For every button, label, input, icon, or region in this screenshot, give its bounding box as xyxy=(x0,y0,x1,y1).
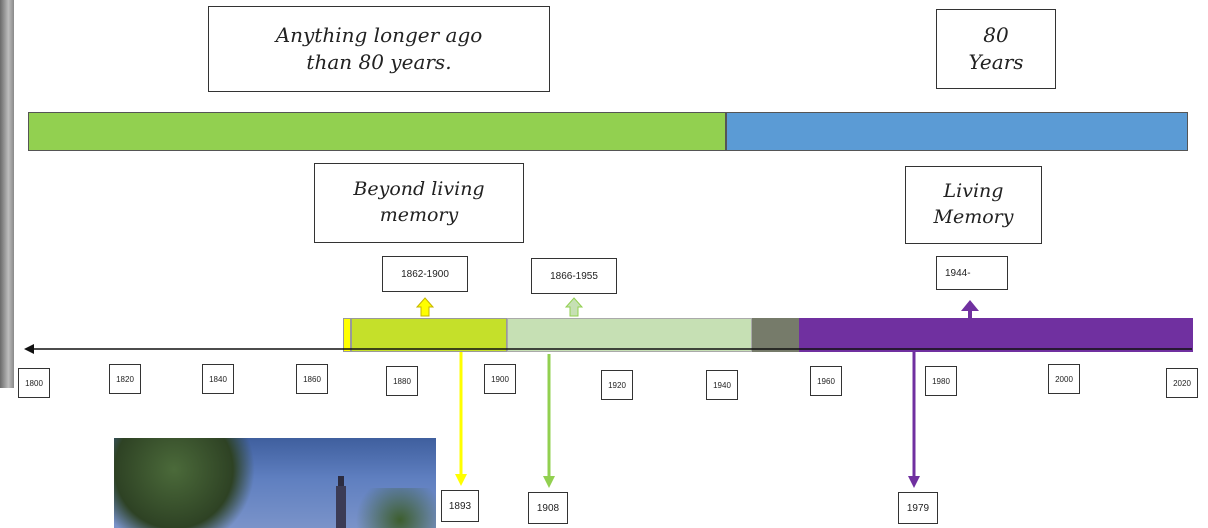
living-memory-box: Living Memory xyxy=(905,166,1042,244)
tick-1960: 1960 xyxy=(810,366,842,396)
tick-1840: 1840 xyxy=(202,364,234,394)
tick-1980: 1980 xyxy=(925,366,957,396)
photo-tower xyxy=(336,476,346,528)
beyond-living-memory-box: Beyond living memory xyxy=(314,163,524,243)
tick-2020: 2020 xyxy=(1166,368,1198,398)
beyond-line-2: memory xyxy=(379,204,459,226)
down-arrow-1908-head xyxy=(543,476,555,488)
up-arrow-1866-1955 xyxy=(564,297,584,317)
period-label-1944: 1944- xyxy=(936,256,1008,290)
tick-1900: 1900 xyxy=(484,364,516,394)
older-than-80-box: Anything longer ago than 80 years. xyxy=(208,6,550,92)
down-arrow-1893-head xyxy=(455,474,467,486)
event-label-1908: 1908 xyxy=(528,492,568,524)
photo-tree xyxy=(114,438,264,528)
up-arrow-1862-1900 xyxy=(415,297,435,317)
living-line-2: Memory xyxy=(933,206,1014,228)
timeline-left-arrowhead xyxy=(24,344,34,354)
tick-1820: 1820 xyxy=(109,364,141,394)
tick-1860: 1860 xyxy=(296,364,328,394)
eighty-years-bar xyxy=(726,112,1188,151)
tick-1880: 1880 xyxy=(386,366,418,396)
segment-1862-1900 xyxy=(351,318,507,352)
tick-1800: 1800 xyxy=(18,368,50,398)
tick-1920: 1920 xyxy=(601,370,633,400)
tick-2000: 2000 xyxy=(1048,364,1080,394)
down-arrow-1979-head xyxy=(908,476,920,488)
photo-strip-left xyxy=(0,0,14,388)
beyond-line-1: Beyond living xyxy=(353,178,485,201)
up-arrow-1944 xyxy=(961,300,979,311)
landmark-photo xyxy=(114,438,436,528)
period-label-1866-1955: 1866-1955 xyxy=(531,258,617,294)
eighty-years-box: 80 Years xyxy=(936,9,1056,89)
eighty-line-2: Years xyxy=(968,50,1024,74)
eighty-line-1: 80 xyxy=(983,23,1009,47)
segment-1944-present xyxy=(799,318,1193,352)
tick-1940: 1940 xyxy=(706,370,738,400)
segment-yellow xyxy=(343,318,351,352)
older-line-1: Anything longer ago xyxy=(275,23,483,47)
photo-foliage xyxy=(346,488,436,528)
older-line-2: than 80 years. xyxy=(306,50,452,74)
event-label-1979: 1979 xyxy=(898,492,938,524)
segment-1866-1955 xyxy=(507,318,752,352)
segment-overlap xyxy=(752,318,799,352)
event-label-1893: 1893 xyxy=(441,490,479,522)
older-period-bar xyxy=(28,112,726,151)
living-line-1: Living xyxy=(943,180,1004,203)
period-label-1862-1900: 1862-1900 xyxy=(382,256,468,292)
